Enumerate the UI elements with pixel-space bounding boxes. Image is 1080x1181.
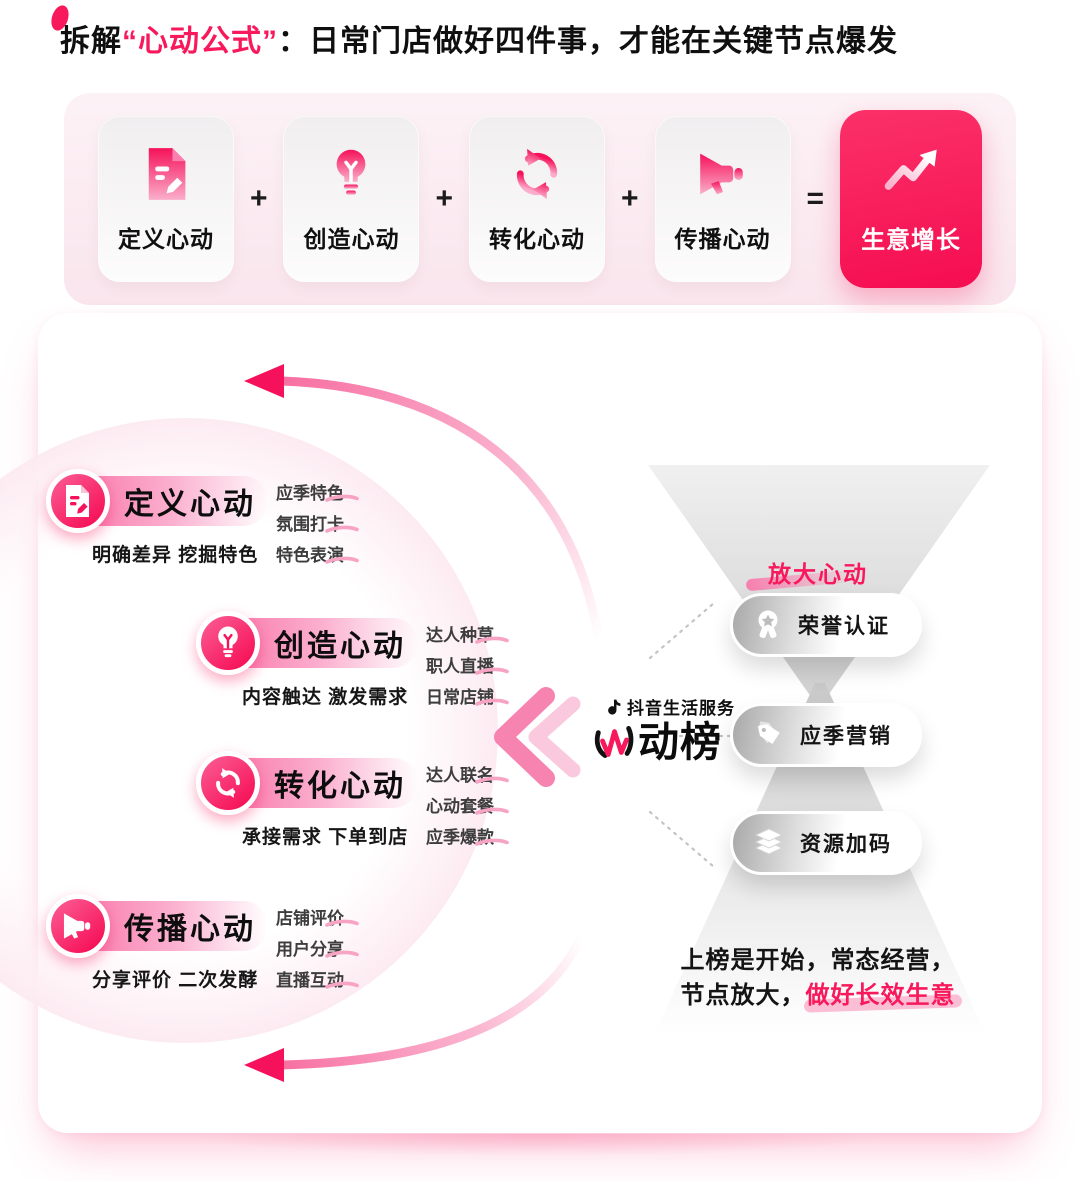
tag: 达人联名 [426, 761, 510, 786]
item-subtitle: 内容触达 激发需求 [242, 687, 409, 708]
tag: 日常店铺 [426, 683, 510, 708]
loop-item-create: 创造心动 内容触达 激发需求 达人种草 职人直播 日常店铺 [196, 611, 536, 709]
funnel-footer-text: 上榜是开始，常态经营， 节点放大，做好长效生意 [666, 943, 970, 1013]
formula-card-label: 转化心动 [489, 226, 585, 252]
logo-name: 心 动榜 [590, 719, 770, 765]
dotted-connector-top [648, 601, 716, 660]
swoosh-underline-icon [475, 667, 509, 675]
tag: 达人种草 [426, 621, 510, 646]
operator-equals: = [806, 182, 825, 215]
chevron-left-icon [528, 696, 581, 778]
tag: 心动套餐 [426, 792, 510, 817]
dotted-connector-bottom [648, 810, 716, 869]
formula-card-convert: 转化心动 [469, 116, 605, 282]
medal-icon [758, 610, 778, 639]
swoosh-underline-icon [325, 950, 359, 958]
operator-plus: + [621, 182, 639, 215]
swoosh-underline-icon [475, 776, 509, 784]
swoosh-underline-icon [325, 981, 359, 989]
heart-pulse-glyph [594, 726, 634, 758]
page-title: 拆解“心动公式”：日常门店做好四件事，才能在关键节点爆发 [60, 16, 898, 60]
item-subtitle: 分享评价 二次发酵 [92, 970, 259, 991]
item-subtitle: 承接需求 下单到店 [242, 827, 409, 848]
swoosh-underline-icon [325, 525, 359, 533]
center-brand-logo: 抖音生活服务 心 动榜 [590, 694, 770, 765]
amplify-pill-honor: 荣誉认证 [730, 593, 922, 657]
swoosh-underline-icon [475, 838, 509, 846]
brand-line: 抖音生活服务 [606, 694, 770, 719]
loop-arrowhead-bottom [244, 1048, 284, 1082]
operator-plus: + [249, 182, 268, 215]
item-title: 定义心动 [124, 488, 256, 521]
amplify-headline: 放大心动 [768, 561, 868, 587]
swoosh-underline-icon [475, 636, 509, 644]
tag: 应季爆款 [426, 823, 510, 848]
tag: 应季特色 [276, 479, 360, 504]
loop-item-convert: 转化心动 承接需求 下单到店 达人联名 心动套餐 应季爆款 [196, 751, 536, 849]
document-pen-icon [141, 144, 191, 204]
item-tags: 店铺评价 用户分享 直播互动 [276, 904, 360, 991]
lightbulb-icon [196, 611, 260, 675]
tag: 职人直播 [426, 652, 510, 677]
tag: 特色表演 [276, 541, 360, 566]
document-pen-icon [46, 469, 110, 533]
footer-line-2: 节点放大，做好长效生意 [666, 978, 970, 1013]
formula-result-card: 生意增长 [840, 110, 983, 288]
tag: 用户分享 [276, 935, 360, 960]
layers-icon [754, 828, 784, 855]
formula-card-label: 传播心动 [674, 226, 771, 252]
pill-label: 资源加码 [800, 833, 892, 856]
footer-line-1: 上榜是开始，常态经营， [680, 947, 956, 974]
formula-card-label: 定义心动 [117, 226, 214, 252]
title-suffix: ：日常门店做好四件事，才能在关键节点爆发 [278, 25, 898, 58]
swoosh-underline-icon [325, 494, 359, 502]
loop-item-define: 定义心动 明确差异 挖掘特色 应季特色 氛围打卡 特色表演 [46, 469, 386, 567]
tag: 店铺评价 [276, 904, 360, 929]
pill-label: 应季营销 [800, 725, 892, 748]
tag: 氛围打卡 [276, 510, 360, 535]
formula-result-label: 生意增长 [861, 227, 962, 254]
operator-plus: + [435, 182, 453, 215]
panel-bottom-glow [70, 1134, 1010, 1164]
footer-highlight: 做好长效生意 [803, 982, 962, 1013]
swoosh-underline-icon [475, 698, 509, 706]
formula-card-spread: 传播心动 [654, 116, 791, 282]
formula-strip: 定义心动 + 创造心动 + [64, 93, 1016, 305]
amplify-pill-resources: 资源加码 [730, 811, 922, 875]
megaphone-icon [695, 144, 751, 204]
convert-arrows-icon [196, 751, 260, 815]
swoosh-underline-icon [325, 919, 359, 927]
amplify-pill-seasonal: 应季营销 [730, 703, 922, 767]
price-tags-icon [757, 721, 780, 744]
swoosh-underline-icon [475, 807, 509, 815]
growth-arrow-icon [881, 143, 941, 202]
loop-arrowhead-top [244, 364, 284, 398]
pill-label: 荣誉认证 [798, 615, 890, 638]
swoosh-underline-icon [325, 556, 359, 564]
formula-card-create: 创造心动 [283, 116, 420, 282]
logo-text: 动榜 [638, 719, 722, 765]
tag: 直播互动 [276, 966, 360, 991]
music-note-icon [608, 699, 621, 715]
item-title: 传播心动 [124, 913, 256, 946]
title-prefix: 拆解 [60, 25, 122, 58]
formula-card-label: 创造心动 [303, 226, 400, 252]
item-tags: 达人联名 心动套餐 应季爆款 [426, 761, 510, 848]
item-title: 创造心动 [274, 630, 406, 663]
formula-card-define: 定义心动 [97, 116, 234, 282]
lightbulb-icon [329, 144, 373, 204]
loop-item-spread: 传播心动 分享评价 二次发酵 店铺评价 用户分享 直播互动 [46, 894, 386, 992]
brand-text: 抖音生活服务 [627, 699, 735, 718]
item-subtitle: 明确差异 挖掘特色 [92, 545, 259, 566]
title-accent: “心动公式” [122, 25, 278, 58]
convert-arrows-icon [510, 144, 564, 204]
item-title: 转化心动 [274, 770, 406, 803]
item-tags: 达人种草 职人直播 日常店铺 [426, 621, 510, 708]
item-tags: 应季特色 氛围打卡 特色表演 [276, 479, 360, 566]
loop-diagram-panel: 定义心动 明确差异 挖掘特色 应季特色 氛围打卡 特色表演 [0, 313, 1042, 1133]
megaphone-icon [46, 894, 110, 958]
